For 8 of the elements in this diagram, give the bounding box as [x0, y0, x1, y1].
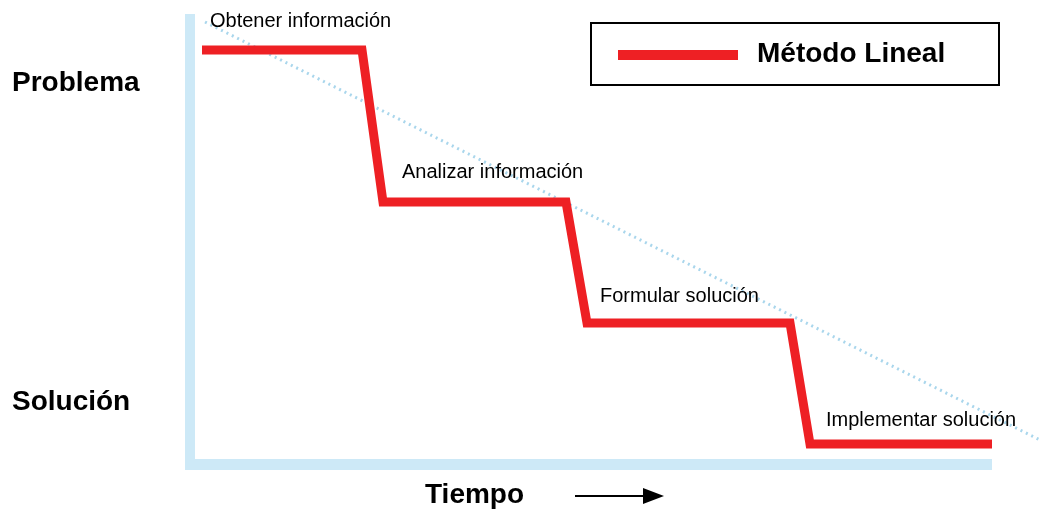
- axis-label: Problema: [12, 68, 140, 96]
- step-label: Obtener información: [210, 10, 392, 30]
- axis-label: Solución: [12, 387, 131, 415]
- legend-label: Método Lineal: [757, 39, 946, 67]
- step-label: Implementar solución: [826, 409, 1017, 429]
- axis-title: Tiempo: [425, 480, 525, 508]
- step-label: Formular solución: [600, 285, 759, 305]
- step-label: Analizar información: [402, 161, 584, 181]
